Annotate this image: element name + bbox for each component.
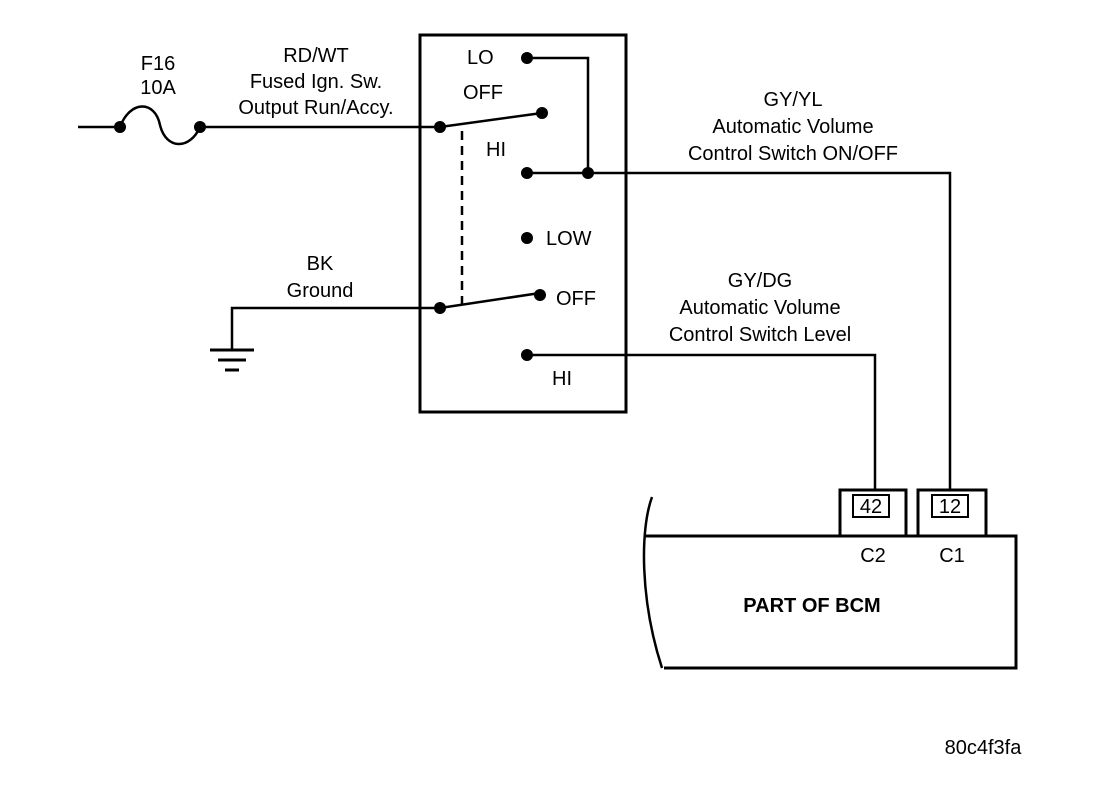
- level-wire-color: GY/DG: [728, 270, 792, 292]
- gy-yl-wire: [527, 171, 952, 490]
- fuse-name: F16: [141, 53, 175, 75]
- switch-housing: [418, 33, 628, 414]
- lower-low-label: LOW: [546, 228, 592, 250]
- lower-low-contact: [521, 232, 533, 244]
- lower-switch-blade: [439, 291, 541, 310]
- lower-hi-label: HI: [552, 368, 572, 390]
- bcm-break-line: [642, 496, 664, 669]
- level-wire-desc2: Control Switch Level: [669, 324, 851, 346]
- upper-lo-label: LO: [467, 47, 494, 69]
- ground-wire-color: BK: [307, 253, 334, 275]
- upper-off-label: OFF: [463, 82, 503, 104]
- level-wire-desc1: Automatic Volume: [679, 297, 840, 319]
- bcm-body: [645, 534, 1018, 670]
- onoff-wire-desc1: Automatic Volume: [712, 116, 873, 138]
- connector-c1-label: C1: [939, 545, 965, 567]
- connector-c2-label: C2: [860, 545, 886, 567]
- lower-off-label: OFF: [556, 288, 596, 310]
- upper-off-contact: [536, 107, 548, 119]
- ground-wire-desc: Ground: [287, 280, 354, 302]
- gy-dg-wire: [527, 353, 877, 490]
- figure-id: 80c4f3fa: [945, 737, 1023, 759]
- lower-off-contact: [534, 289, 546, 301]
- power-wire-desc1: Fused Ign. Sw.: [250, 71, 382, 93]
- fuse-symbol: [118, 105, 202, 146]
- lo-hi-jumper: [527, 56, 590, 173]
- onoff-wire-color: GY/YL: [764, 89, 823, 111]
- bcm-label: PART OF BCM: [743, 595, 880, 617]
- upper-switch-blade: [439, 111, 543, 129]
- pin-42-label: 42: [860, 496, 882, 518]
- connector-c2: [838, 488, 908, 538]
- connector-c1: [916, 488, 988, 538]
- upper-hi-label: HI: [486, 139, 506, 161]
- bk-ground-wire: [230, 306, 440, 350]
- fuse-rating: 10A: [140, 77, 176, 99]
- power-wire-color: RD/WT: [283, 45, 349, 67]
- pin-12-box: [931, 494, 969, 518]
- pin-12-label: 12: [939, 496, 961, 518]
- pin-42-box: [852, 494, 890, 518]
- onoff-wire-desc2: Control Switch ON/OFF: [688, 143, 898, 165]
- power-wire-desc2: Output Run/Accy.: [238, 97, 393, 119]
